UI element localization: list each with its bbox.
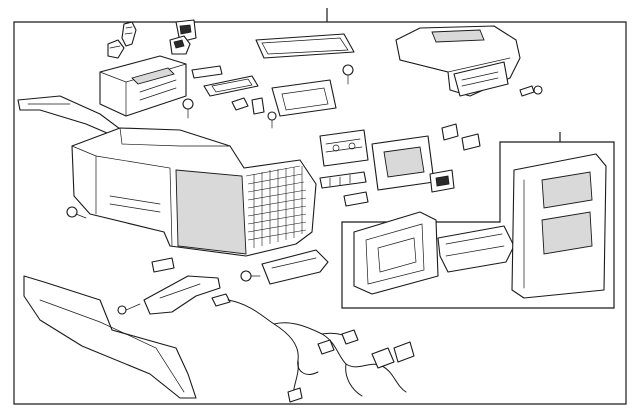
- small-cap: [151, 257, 175, 273]
- usb-port: [429, 169, 455, 193]
- screw-front-bracket: [117, 303, 141, 315]
- screw-center-top: [342, 64, 354, 85]
- clip-fastener-top: [121, 21, 137, 47]
- trim-plate-small: [191, 65, 223, 79]
- storage-bin-subassembly-frame: [341, 132, 615, 309]
- screw-armrest: [519, 85, 543, 97]
- screw-body-left: [66, 206, 87, 219]
- screw-upper-bracket: [182, 98, 194, 119]
- front-trim-panel: [23, 275, 197, 399]
- switch-module: [319, 171, 367, 189]
- clip-small-a: [231, 97, 249, 111]
- rear-trim-panel: [511, 153, 607, 299]
- small-bracket: [343, 191, 369, 207]
- clip-connector-mid: [169, 35, 191, 55]
- clip-connector-left: [107, 39, 125, 59]
- bin-housing: [353, 211, 439, 295]
- armrest-lid-assembly: [395, 25, 521, 97]
- bin-tray: [437, 225, 515, 273]
- front-bracket: [143, 275, 221, 315]
- lower-mount-bracket: [261, 249, 329, 285]
- connector-right-a: [441, 123, 459, 141]
- bezel-opening: [203, 75, 259, 97]
- screw-small-center: [267, 111, 277, 129]
- wiring-harness: [211, 293, 415, 403]
- climate-control-module: [319, 129, 369, 167]
- upper-bracket-housing: [99, 55, 187, 117]
- console-main-body: [71, 127, 317, 257]
- media-bezel: [371, 135, 435, 191]
- console-lid-pad: [255, 33, 355, 59]
- switch-plate: [271, 79, 337, 117]
- connector-right-b: [461, 133, 481, 151]
- main-assembly-frame: [13, 8, 627, 405]
- clip-small-b: [251, 97, 265, 115]
- console-bin-grid: [245, 165, 307, 248]
- screw-body-right: [240, 270, 261, 282]
